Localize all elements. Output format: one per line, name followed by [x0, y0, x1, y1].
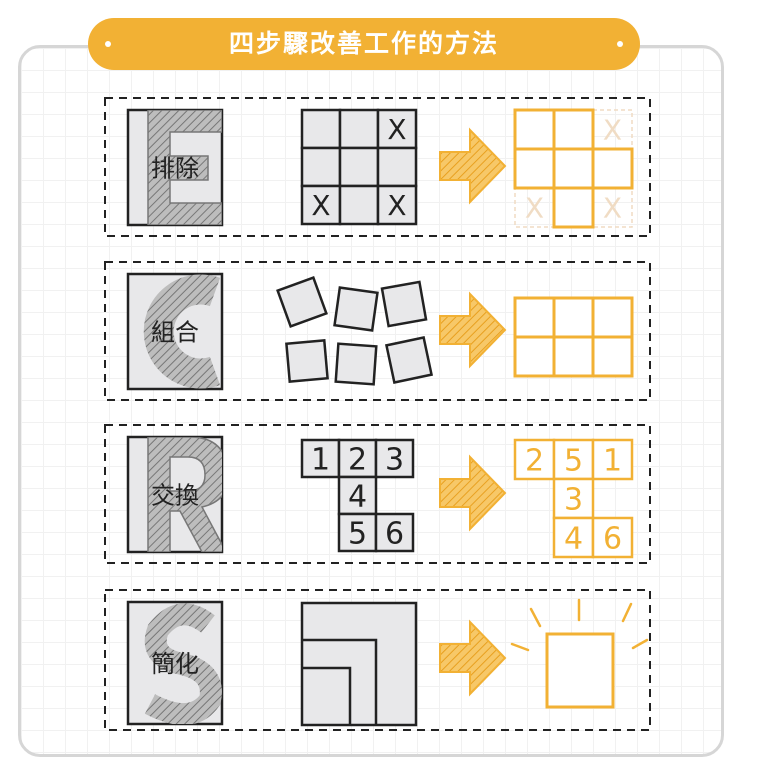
arrow-icon	[439, 291, 507, 369]
shine-ray	[631, 638, 649, 650]
scattered-square	[333, 286, 379, 332]
step-row-2: 交換	[104, 424, 651, 564]
number-cell	[591, 438, 634, 481]
scattered-square	[285, 339, 329, 383]
letter-s-shape	[144, 603, 222, 724]
letter-c-shape	[143, 274, 221, 389]
dashed-border	[104, 424, 651, 564]
faded-x-mark: X	[603, 192, 622, 225]
combined-cell	[513, 335, 556, 378]
combined-cell	[552, 335, 595, 378]
step-label: 排除	[151, 155, 199, 183]
arrow-icon	[439, 619, 507, 697]
cell-number: 5	[564, 444, 583, 479]
shine-ray	[529, 607, 542, 628]
kept-cell	[552, 186, 595, 229]
letter-e-shape	[147, 110, 222, 225]
number-cell	[300, 438, 341, 479]
kept-cell	[552, 147, 595, 190]
kept-cell	[591, 147, 634, 190]
cell-number: 6	[385, 517, 404, 552]
cell-number: 1	[603, 444, 622, 479]
step-row-0: 排除	[104, 97, 651, 237]
combined-cell	[552, 296, 595, 339]
dashed-border	[104, 261, 651, 401]
arrow-icon	[439, 127, 507, 205]
simple-square	[545, 632, 615, 709]
cell-number: 2	[348, 443, 367, 478]
dashed-border	[104, 589, 651, 731]
cell-number: 6	[603, 522, 622, 557]
kept-cell	[552, 108, 595, 151]
x-mark: X	[387, 189, 406, 222]
cell-number: 2	[525, 444, 544, 479]
grid-cell	[376, 108, 418, 150]
grid-cell	[376, 146, 418, 188]
cell-number: 3	[564, 483, 583, 518]
bullet-dot	[617, 41, 623, 47]
step-row-1: 組合	[104, 261, 651, 401]
step-row-3: 簡化	[104, 589, 651, 731]
nested-l-shape	[302, 638, 378, 725]
grid-cell	[338, 146, 380, 188]
cell-number: 4	[348, 480, 367, 515]
scattered-square	[276, 276, 328, 328]
number-cell	[374, 512, 415, 553]
title-banner: 四步驟改善工作的方法	[88, 18, 640, 70]
cell-number: 5	[348, 517, 367, 552]
grid-cell	[338, 184, 380, 226]
bullet-dot	[105, 41, 111, 47]
kept-cell	[513, 147, 556, 190]
arrow-icon	[439, 454, 507, 532]
faded-x-mark: X	[603, 114, 622, 147]
grid-cell	[338, 108, 380, 150]
grid-cell	[300, 108, 342, 150]
cell-number: 1	[311, 443, 330, 478]
step-label: 交換	[151, 482, 199, 510]
scattered-square	[334, 342, 378, 386]
kept-cell	[513, 108, 556, 151]
dashed-border	[104, 97, 651, 237]
cell-number: 4	[564, 522, 583, 557]
number-cell	[591, 516, 634, 559]
x-mark: X	[311, 189, 330, 222]
faded-x-mark: X	[525, 192, 544, 225]
cell-number: 3	[385, 443, 404, 478]
grid-cell	[300, 146, 342, 188]
combined-cell	[591, 296, 634, 339]
shine-ray	[510, 642, 530, 652]
scattered-square	[380, 280, 428, 328]
scattered-square	[384, 335, 434, 385]
outer-square	[300, 601, 418, 727]
title-text: 四步驟改善工作的方法	[228, 29, 499, 58]
number-cell	[374, 438, 415, 479]
grid-cell	[376, 184, 418, 226]
letter-r-shape	[147, 437, 222, 552]
x-mark: X	[387, 113, 406, 146]
combined-cell	[513, 296, 556, 339]
step-label: 組合	[151, 319, 199, 347]
step-label: 簡化	[151, 650, 199, 678]
nested-l-shape	[302, 666, 352, 725]
shine-ray	[621, 602, 633, 623]
combined-cell	[591, 335, 634, 378]
